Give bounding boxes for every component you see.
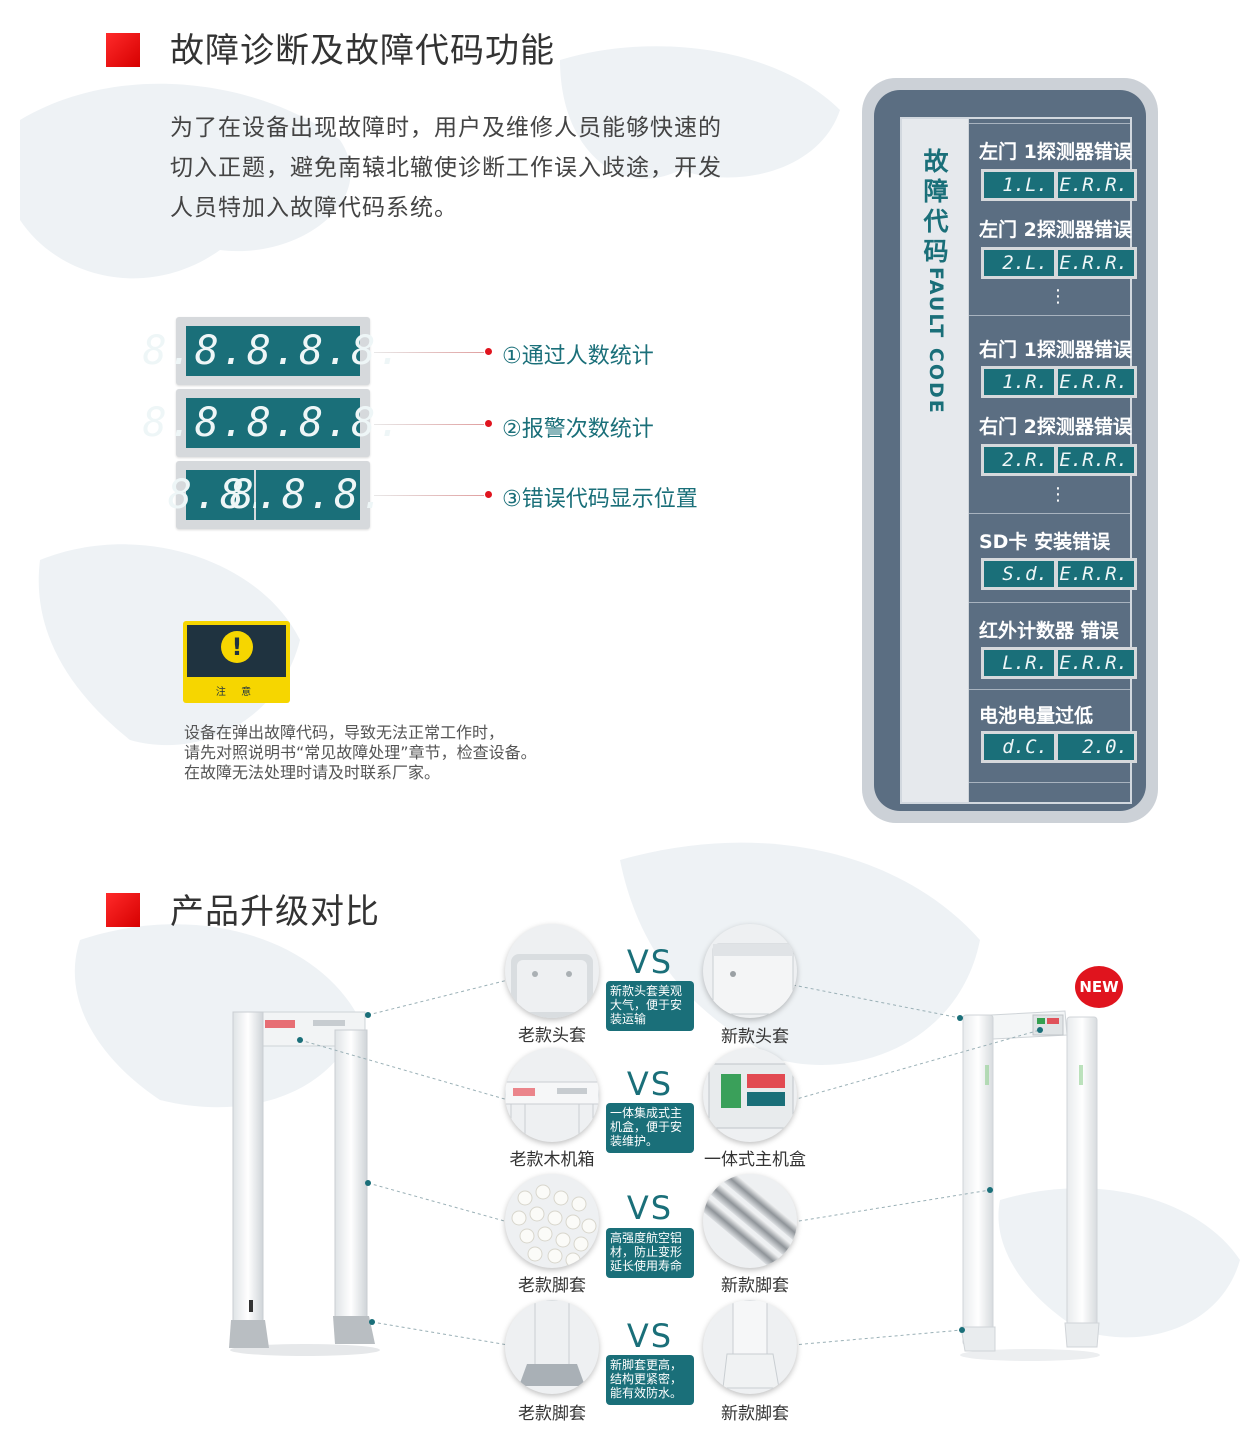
section-marker bbox=[106, 33, 140, 67]
fault-row-display: L.R. E.R.R. bbox=[981, 647, 1137, 679]
fault-code-side: 故 障 代 码 FAULT CODE bbox=[902, 119, 969, 802]
upgrade-note: 新款头套美观大气，便于安装运输 bbox=[606, 981, 694, 1031]
fault-code-left: S.d. bbox=[984, 561, 1054, 587]
fault-code-list: 左门 1探测器错误 1.L. E.R.R. 左门 2探测器错误 2.L. E.R… bbox=[969, 119, 1137, 802]
old-item-label: 老款头套 bbox=[518, 1026, 586, 1046]
display-error-code: 8.8. 8.8.8. bbox=[168, 461, 384, 529]
fault-code-right: E.R.R. bbox=[1058, 447, 1134, 473]
fault-row-display: 2.R. E.R.R. bbox=[981, 444, 1137, 476]
fault-code-left: 2.L. bbox=[984, 250, 1054, 276]
notice-text: 设备在弹出故障代码，导致无法正常工作时， 请先对照说明书“常见故障处理”章节，检… bbox=[184, 723, 537, 783]
display-label-passer-count: ①通过人数统计 bbox=[502, 344, 654, 369]
fault-row-label: 左门 2探测器错误 bbox=[979, 219, 1132, 241]
fault-code-title-cn: 故 障 代 码 bbox=[923, 147, 949, 266]
fault-row-label: SD卡 安装错误 bbox=[979, 531, 1111, 553]
fault-code-right: E.R.R. bbox=[1058, 250, 1134, 276]
vs-label: VS bbox=[626, 943, 674, 981]
new-gate-image bbox=[960, 1010, 1100, 1361]
fault-row-label: 右门 2探测器错误 bbox=[979, 416, 1132, 438]
fault-code-left: d.C. bbox=[984, 734, 1054, 760]
fault-code-right: E.R.R. bbox=[1058, 369, 1134, 395]
fault-row-label: 右门 1探测器错误 bbox=[979, 339, 1132, 361]
fault-code-left: L.R. bbox=[984, 650, 1054, 676]
new-item-label: 一体式主机盒 bbox=[704, 1150, 806, 1170]
new-item-label: 新款脚套 bbox=[721, 1276, 789, 1296]
old-item-label: 老款木机箱 bbox=[509, 1150, 595, 1170]
old-gate-image bbox=[229, 1011, 380, 1356]
notice-card: ! 注 意 bbox=[183, 621, 290, 703]
fault-row-label: 红外计数器 错误 bbox=[979, 620, 1119, 642]
display-label-alarm-count: ②报警次数统计 bbox=[502, 417, 654, 442]
display-label-error-code: ③错误代码显示位置 bbox=[502, 487, 698, 512]
new-item-label: 新款头套 bbox=[721, 1027, 789, 1047]
fault-code-left: 2.R. bbox=[984, 447, 1054, 473]
intro-line: 为了在设备出现故障时，用户及维修人员能够快速的 bbox=[170, 115, 722, 141]
notice-line: 在故障无法处理时请及时联系厂家。 bbox=[184, 763, 441, 782]
intro-line: 切入正题，避免南辕北辙使诊断工作误入歧途，开发 bbox=[170, 155, 722, 181]
vs-label: VS bbox=[626, 1189, 674, 1227]
fault-ellipsis: ⋮ bbox=[1049, 484, 1067, 505]
fault-row-display: S.d. E.R.R. bbox=[981, 558, 1137, 590]
display-alarm-count: 8.8.8.8.8. bbox=[143, 389, 401, 457]
old-head-cover-photo bbox=[505, 924, 599, 1018]
leader-dot bbox=[485, 348, 492, 355]
fault-code-title-en: FAULT CODE bbox=[925, 267, 947, 415]
leader-line bbox=[374, 352, 484, 353]
leader-line bbox=[374, 424, 484, 425]
fault-code-right: 2.0. bbox=[1058, 734, 1134, 760]
fault-row-display: 2.L. E.R.R. bbox=[981, 247, 1137, 279]
old-foot-cover-photo bbox=[505, 1300, 599, 1394]
leader-dot bbox=[485, 491, 492, 498]
old-item-label: 老款脚套 bbox=[518, 1276, 586, 1296]
leader-line bbox=[374, 495, 484, 496]
fault-code-right: E.R.R. bbox=[1058, 650, 1134, 676]
upgrade-note: 一体集成式主机盒，便于安装维护。 bbox=[606, 1103, 694, 1153]
integrated-host-box-photo bbox=[703, 1048, 797, 1142]
leader-dot bbox=[485, 420, 492, 427]
new-item-label: 新款脚套 bbox=[721, 1404, 789, 1424]
new-foot-cover-photo bbox=[703, 1300, 797, 1394]
fault-code-right: E.R.R. bbox=[1058, 172, 1134, 198]
fault-code-panel: 故 障 代 码 FAULT CODE 左门 1探测器错误 1.L. E.R.R.… bbox=[862, 78, 1158, 823]
fault-row-label: 电池电量过低 bbox=[979, 705, 1094, 727]
display-digits-left: 8.8. bbox=[167, 472, 273, 518]
section-marker bbox=[106, 893, 140, 927]
new-head-cover-photo bbox=[703, 924, 797, 1018]
fault-ellipsis: ⋮ bbox=[1049, 286, 1067, 307]
warning-icon: ! bbox=[221, 631, 253, 663]
old-foot-cover-material-photo bbox=[505, 1174, 599, 1268]
upgrade-note: 高强度航空铝材，防止变形延长使用寿命 bbox=[606, 1228, 694, 1278]
section-title-upgrade: 产品升级对比 bbox=[170, 892, 380, 932]
fault-row-display: d.C. 2.0. bbox=[981, 731, 1137, 763]
notice-line: 请先对照说明书“常见故障处理”章节，检查设备。 bbox=[184, 743, 537, 762]
section-title-fault: 故障诊断及故障代码功能 bbox=[170, 31, 555, 71]
intro-paragraph: 为了在设备出现故障时，用户及维修人员能够快速的 切入正题，避免南辕北辙使诊断工作… bbox=[170, 108, 790, 228]
notice-line: 设备在弹出故障代码，导致无法正常工作时， bbox=[184, 723, 505, 742]
display-digits-right: 8.8.8. bbox=[229, 472, 387, 518]
display-passer-count: 8.8.8.8.8. bbox=[143, 317, 401, 385]
aluminum-bars-photo bbox=[703, 1174, 797, 1268]
fault-row-display: 1.R. E.R.R. bbox=[981, 366, 1137, 398]
notice-label: 注 意 bbox=[215, 687, 258, 698]
intro-line: 人员特加入故障代码系统。 bbox=[170, 195, 458, 221]
display-digits: 8.8.8.8.8. bbox=[142, 400, 404, 446]
fault-row-display: 1.L. E.R.R. bbox=[981, 169, 1137, 201]
old-item-label: 老款脚套 bbox=[518, 1404, 586, 1424]
new-badge: NEW bbox=[1075, 966, 1123, 1008]
fault-code-right: E.R.R. bbox=[1058, 561, 1134, 587]
fault-code-left: 1.L. bbox=[984, 172, 1054, 198]
upgrade-note: 新脚套更高，结构更紧密，能有效防水。 bbox=[606, 1355, 694, 1405]
fault-row-label: 左门 1探测器错误 bbox=[979, 141, 1132, 163]
old-wood-box-photo bbox=[505, 1048, 599, 1142]
vs-label: VS bbox=[626, 1317, 674, 1355]
display-digits: 8.8.8.8.8. bbox=[142, 328, 404, 374]
vs-label: VS bbox=[626, 1065, 674, 1103]
fault-code-left: 1.R. bbox=[984, 369, 1054, 395]
